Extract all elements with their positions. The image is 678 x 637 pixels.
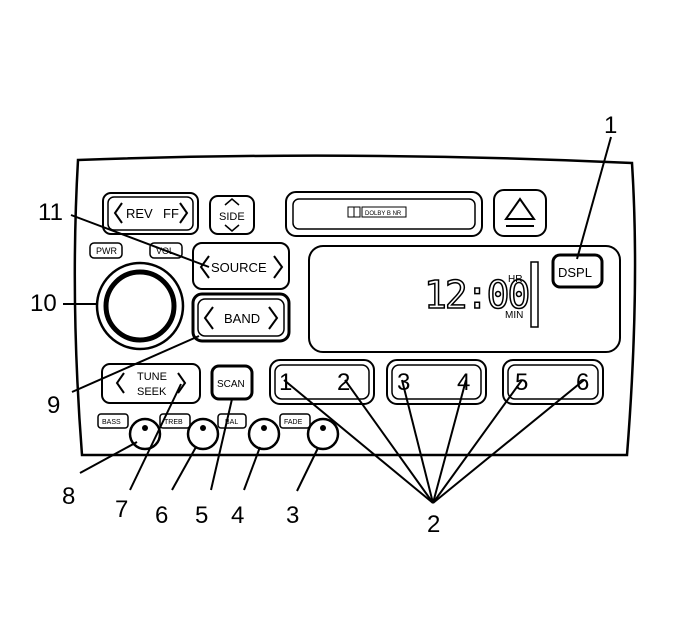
callout-7: 7: [115, 496, 128, 523]
level-bar: [530, 261, 539, 328]
chevron-left-icon: [203, 306, 214, 330]
eject-button[interactable]: [493, 189, 547, 237]
bal-badge: BAL: [217, 413, 247, 429]
callout-2: 2: [427, 511, 440, 538]
display-panel: 12:00 HR MIN: [308, 245, 621, 353]
dspl-button[interactable]: DSPL: [551, 253, 604, 289]
hr-label: HR: [508, 274, 522, 285]
rev-label: REV: [126, 206, 153, 221]
source-label: SOURCE: [211, 260, 267, 275]
preset-label-5: 5: [515, 369, 528, 396]
chevron-right-icon: [268, 306, 279, 330]
treble-knob[interactable]: [186, 417, 220, 451]
pwr-badge: PWR: [89, 242, 123, 259]
min-label: MIN: [505, 310, 523, 321]
callout-10: 10: [30, 290, 57, 317]
balance-knob[interactable]: [247, 417, 281, 451]
chevron-left-icon: [113, 202, 123, 224]
chevron-right-icon: [179, 202, 189, 224]
chevron-right-icon: [177, 372, 187, 394]
chevron-down-icon: [224, 224, 240, 232]
power-volume-knob[interactable]: [95, 261, 185, 351]
rev-ff-button[interactable]: REV FF: [102, 192, 199, 235]
dolby-logo-icon: [347, 206, 361, 218]
bass-label: BASS: [102, 419, 121, 426]
callout-8: 8: [62, 483, 75, 510]
preset-button-5-6[interactable]: 5 6: [502, 359, 604, 405]
leader-lines: [63, 136, 612, 504]
source-button[interactable]: SOURCE: [192, 242, 290, 290]
dolby-label: DOLBY B NR: [365, 211, 402, 217]
chevron-up-icon: [224, 198, 240, 206]
dspl-label: DSPL: [558, 265, 592, 280]
side-label: SIDE: [219, 211, 245, 223]
callout-9: 9: [47, 392, 60, 419]
seek-label: SEEK: [137, 386, 167, 398]
display-time: 12:00: [424, 273, 529, 317]
preset-label-6: 6: [576, 369, 589, 396]
callout-11: 11: [38, 199, 63, 226]
callout-1: 1: [604, 112, 617, 139]
bass-knob[interactable]: [128, 417, 162, 451]
fade-badge: FADE: [279, 413, 311, 429]
callout-3: 3: [286, 502, 299, 529]
preset-label-4: 4: [457, 369, 470, 396]
ff-label: FF: [163, 206, 179, 221]
band-label: BAND: [224, 311, 260, 326]
preset-button-1-2[interactable]: 1 2: [269, 359, 375, 405]
tune-label: TUNE: [137, 371, 167, 383]
tune-seek-button[interactable]: TUNE SEEK: [101, 363, 201, 404]
band-button[interactable]: BAND: [191, 292, 291, 343]
chevron-left-icon: [115, 372, 125, 394]
preset-button-3-4[interactable]: 3 4: [386, 359, 487, 405]
cassette-slot: DOLBY B NR: [285, 191, 483, 237]
scan-button[interactable]: SCAN: [210, 364, 254, 401]
preset-label-3: 3: [397, 369, 410, 396]
bass-badge: BASS: [97, 413, 129, 429]
side-button[interactable]: SIDE: [209, 195, 255, 235]
chevron-right-icon: [273, 255, 284, 279]
callout-6: 6: [155, 502, 168, 529]
chevron-left-icon: [199, 255, 210, 279]
treb-label: TREB: [164, 419, 183, 426]
treb-badge: TREB: [159, 413, 191, 429]
callout-4: 4: [231, 502, 244, 529]
preset-label-2: 2: [337, 369, 350, 396]
pwr-label: PWR: [96, 246, 117, 256]
callout-5: 5: [195, 502, 208, 529]
fade-label: FADE: [284, 419, 303, 426]
eject-icon: [504, 197, 536, 220]
scan-label: SCAN: [217, 379, 245, 390]
fade-knob[interactable]: [306, 417, 340, 451]
bal-label: BAL: [225, 419, 238, 426]
